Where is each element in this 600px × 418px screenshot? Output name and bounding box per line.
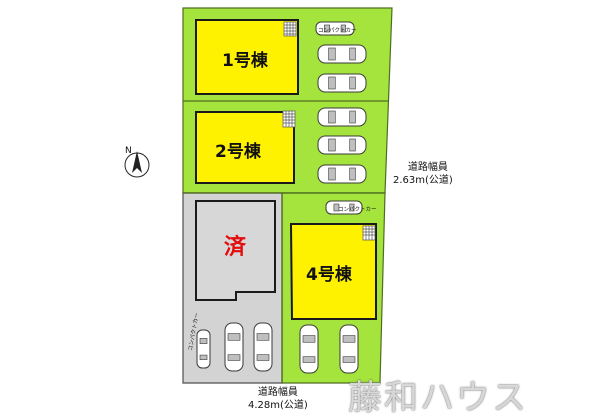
- south-road-title: 道路幅員: [257, 387, 298, 398]
- car-icon: [339, 324, 359, 374]
- south-road-label: 道路幅員 4.28m(公道): [248, 386, 308, 412]
- east-road-title: 道路幅員: [407, 162, 448, 173]
- compact-car-icon: [315, 21, 355, 36]
- car-icon: [253, 322, 273, 372]
- house-1-footprint: [195, 19, 299, 95]
- house-1-entrance: [283, 21, 297, 37]
- east-road-label: 道路幅員 2.63m(公道): [393, 161, 453, 187]
- car-icon: [317, 107, 367, 127]
- north-label: N: [125, 146, 132, 156]
- company-watermark: 藤和ハウス: [348, 378, 528, 418]
- car-icon: [299, 324, 319, 374]
- house-4-label: 4号棟: [306, 265, 352, 285]
- car-icon: [317, 73, 367, 93]
- car-group-east: [315, 21, 367, 215]
- house-1-label: 1号棟: [222, 51, 268, 71]
- compact-car-label-2: コンパクトカー: [338, 207, 377, 213]
- car-icon: [224, 322, 244, 372]
- compact-car-icon: [196, 329, 211, 369]
- car-icon: [317, 135, 367, 155]
- house-2-footprint: [195, 111, 295, 184]
- car-group-south: [196, 322, 359, 374]
- compact-car-icon: [325, 200, 363, 215]
- compact-car-label-1: コンパクトカー: [318, 28, 357, 34]
- house-2-label: 2号棟: [215, 142, 261, 162]
- east-road-width: 2.63m(公道): [393, 175, 453, 186]
- sold-marker: 済: [224, 235, 247, 260]
- house-2-entrance: [282, 110, 296, 128]
- house-4-entrance: [362, 225, 376, 241]
- house-4-footprint: [289, 223, 377, 320]
- compass-north-icon: [124, 151, 150, 178]
- house-sold-footprint: [195, 200, 276, 301]
- car-icon: [317, 44, 367, 64]
- car-icon: [317, 164, 367, 184]
- south-road-width: 4.28m(公道): [248, 400, 308, 411]
